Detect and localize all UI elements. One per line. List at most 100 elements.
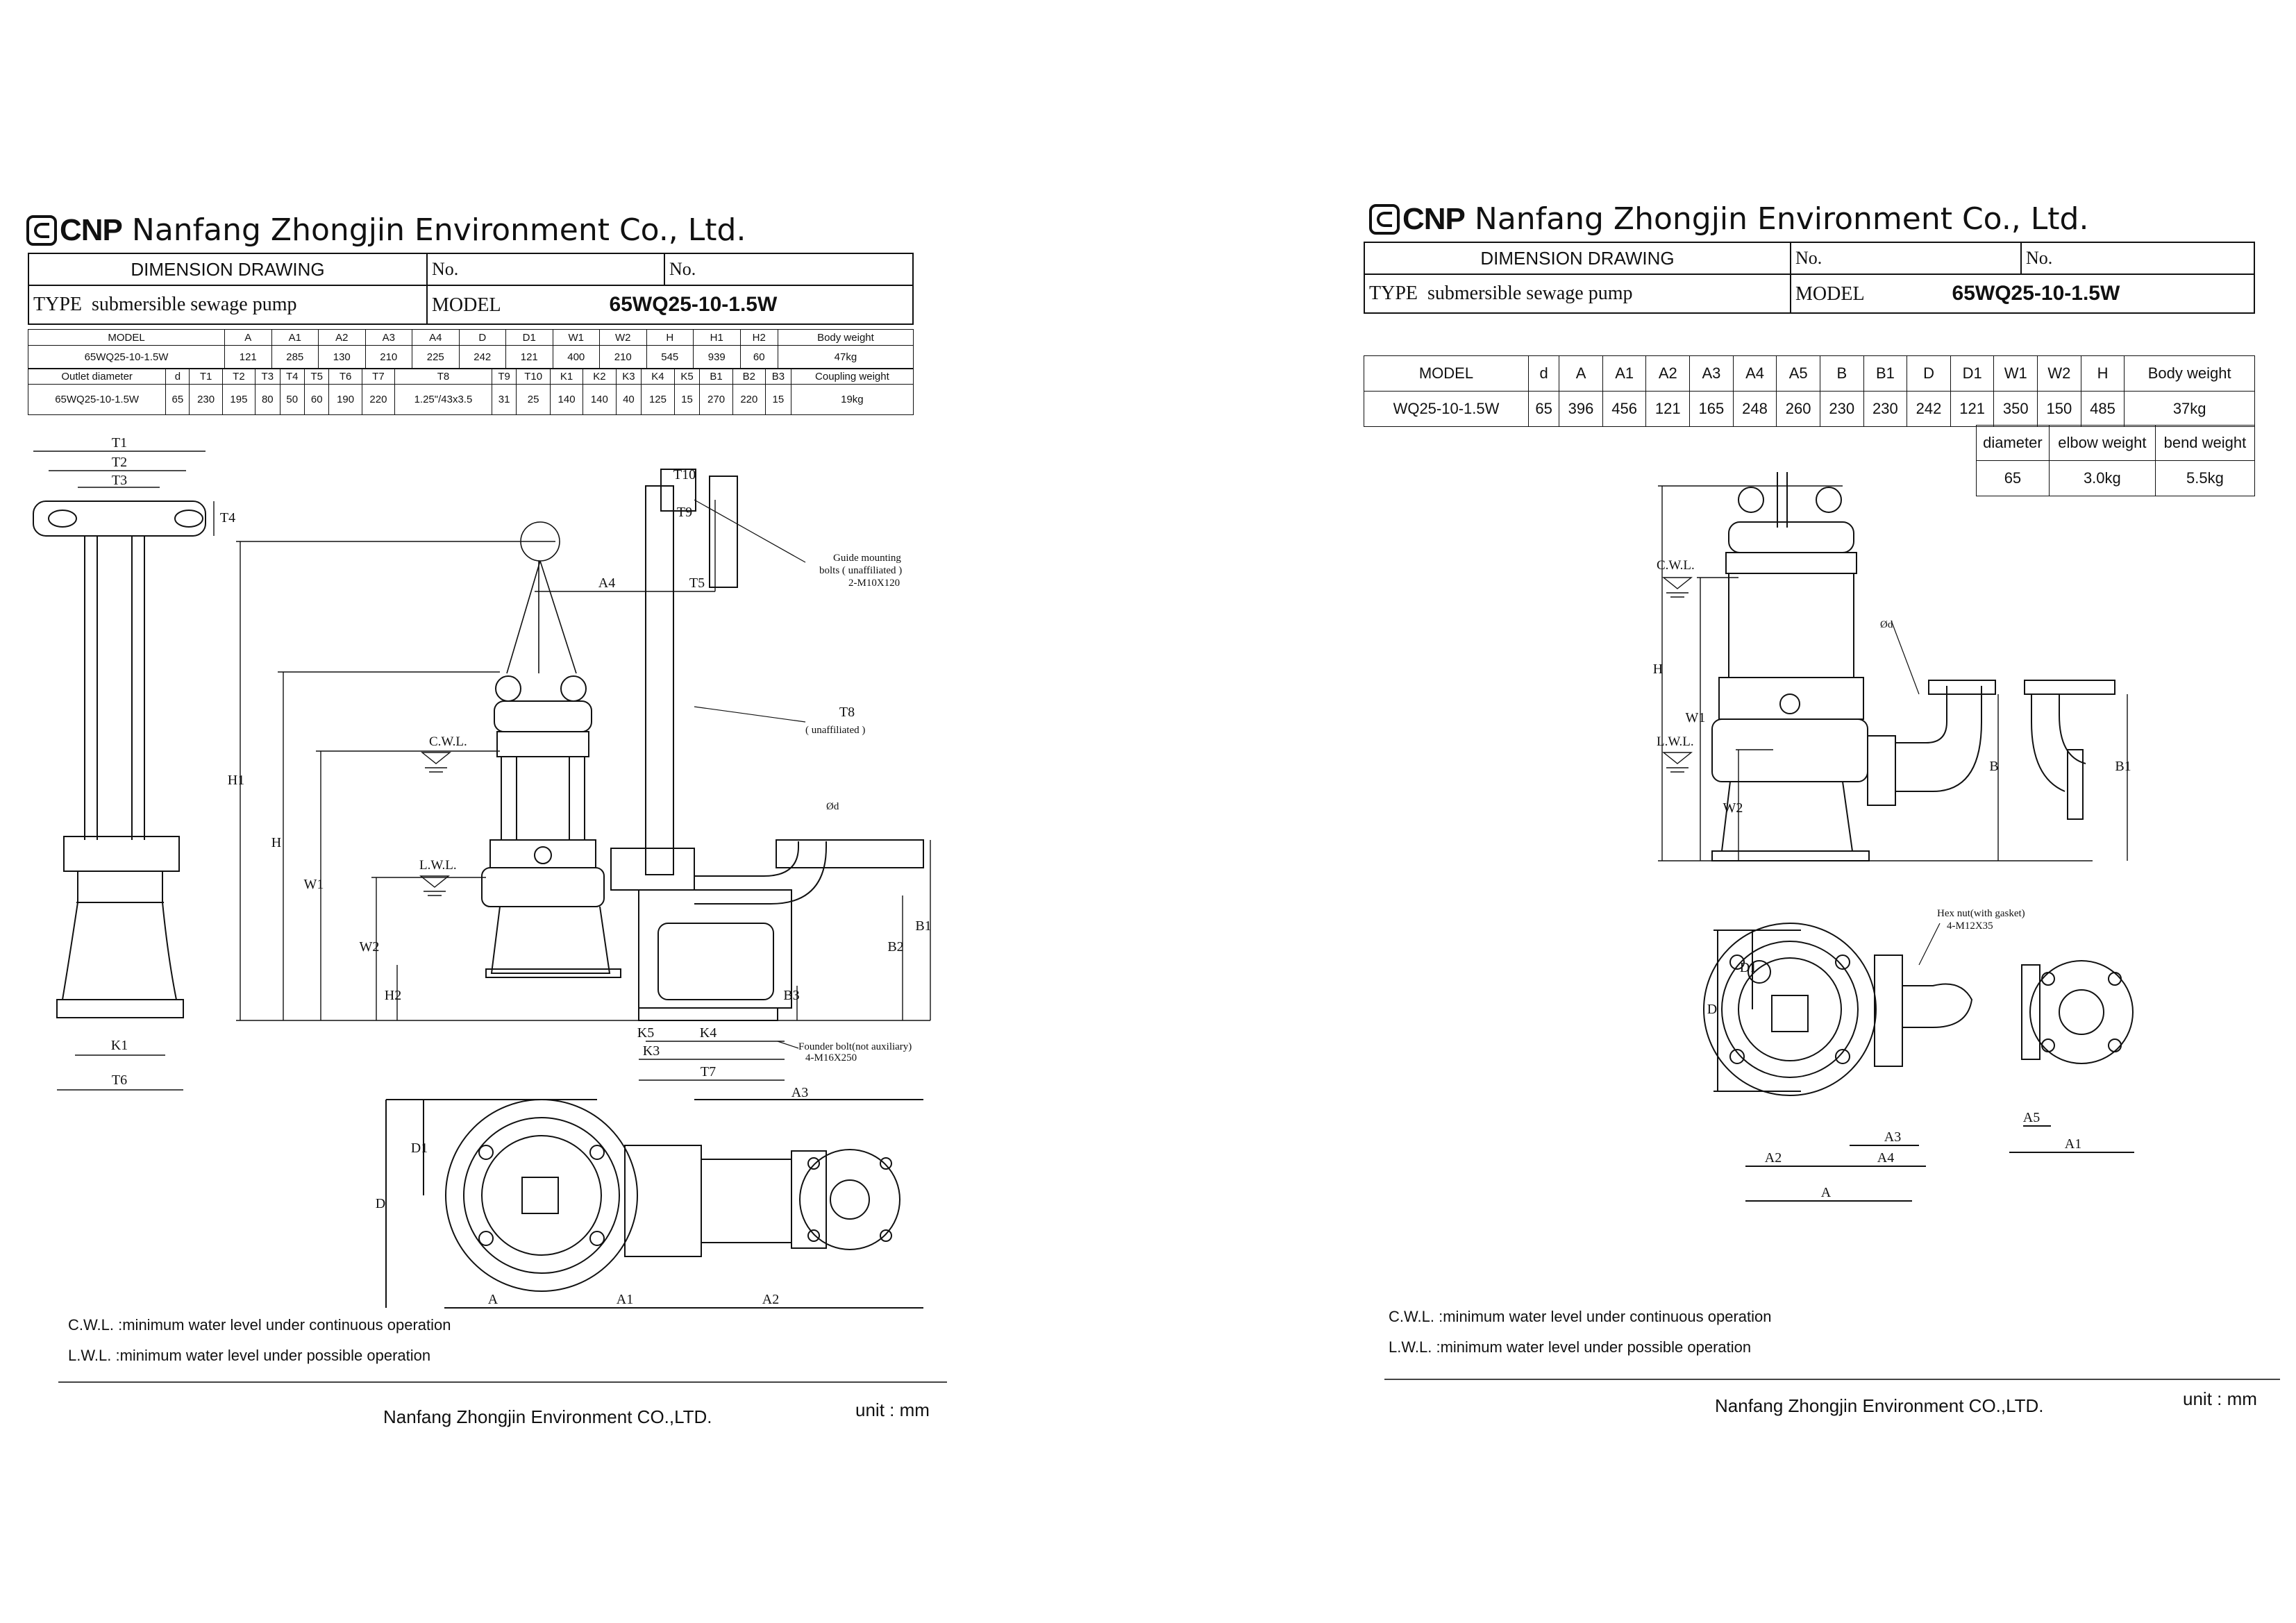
label-t1: T1 (112, 435, 127, 451)
table-header-cell: A2 (1645, 355, 1691, 392)
outlet-pipe (610, 469, 924, 1021)
company-heading: CNP Nanfang Zhongjin Environment Co., Lt… (1369, 201, 2088, 237)
logo-text: CNP (1402, 201, 1466, 236)
company-name: Nanfang Zhongjin Environment Co., Ltd. (1474, 201, 2089, 237)
table-header-cell: A2 (318, 329, 366, 346)
footer-divider (1384, 1379, 2280, 1380)
table-cell: 65WQ25-10-1.5W (27, 384, 167, 415)
table-cell: 125 (641, 384, 675, 415)
table-header-cell: MODEL (1364, 355, 1529, 392)
table-cell: 220 (732, 384, 766, 415)
no-value-2 (712, 253, 914, 286)
label-a4: A4 (598, 575, 615, 591)
label-t7: T7 (701, 1064, 716, 1079)
label-a4: A4 (1877, 1150, 1894, 1166)
label-k4: K4 (700, 1025, 717, 1041)
footer-company: Nanfang Zhongjin Environment CO.,LTD. (1715, 1395, 2044, 1416)
no-label-2: No. (2020, 242, 2069, 275)
cwl-note: C.W.L. :minimum water level under contin… (68, 1316, 451, 1334)
table-header-cell: W2 (2037, 355, 2081, 392)
footer-unit: unit : mm (855, 1399, 930, 1420)
table-cell: 248 (1732, 391, 1777, 427)
lwl-note: L.W.L. :minimum water level under possib… (68, 1347, 431, 1364)
label-h: H (1653, 662, 1663, 677)
table-cell: 190 (328, 384, 362, 415)
table-header-cell: K2 (583, 368, 617, 385)
table-cell: 350 (1993, 391, 2038, 427)
table-cell: 65 (165, 384, 190, 415)
label-lwl: L.W.L. (419, 858, 457, 873)
label-d: D (376, 1196, 385, 1211)
dimension-drawing-label: DIMENSION DRAWING (1364, 242, 1791, 275)
type-label: TYPE (1369, 283, 1418, 304)
no-label-2: No. (664, 253, 712, 286)
cwl-note: C.W.L. :minimum water level under contin… (1389, 1308, 1772, 1325)
table-header-cell: D (458, 329, 507, 346)
label-b3: B3 (783, 988, 799, 1003)
label-lwl: L.W.L. (1657, 734, 1694, 749)
company-name: Nanfang Zhongjin Environment Co., Ltd. (131, 212, 746, 248)
title-block: DIMENSION DRAWING No. No. TYPE submersib… (1364, 242, 2255, 314)
label-w1: W1 (304, 877, 324, 892)
company-heading: CNP Nanfang Zhongjin Environment Co., Lt… (26, 212, 746, 248)
table-cell: 230 (1819, 391, 1864, 427)
label-h: H (271, 835, 281, 850)
label-d: D (1707, 1002, 1717, 1017)
table-cell: 15 (673, 384, 701, 415)
table-header-cell: A1 (271, 329, 319, 346)
table-header-cell: Body weight (2124, 355, 2255, 392)
label-a2: A2 (1765, 1150, 1782, 1166)
pump-side-view (1711, 472, 2115, 861)
table-header-cell: A1 (1602, 355, 1647, 392)
table-header-cell: elbow weight (2048, 425, 2156, 461)
table-cell: 150 (2037, 391, 2081, 427)
hex-nut-note-2: 4-M12X35 (1947, 920, 1993, 932)
t8-note: ( unaffiliated ) (805, 725, 865, 736)
label-t4: T4 (220, 510, 235, 525)
table-header-cell: D1 (1950, 355, 1995, 392)
label-t8: T8 (839, 705, 855, 720)
type-value: submersible sewage pump (92, 294, 297, 315)
table-cell: 130 (318, 345, 366, 369)
table-header-cell: B2 (732, 368, 766, 385)
label-b: B (1989, 759, 1998, 774)
label-b2: B2 (887, 939, 903, 955)
left-drawing: T1 T2 T3 T4 K1 T6 H1 H W1 W2 H2 A4 T5 T9… (33, 435, 932, 1309)
no-value-2 (2069, 242, 2255, 275)
label-h2: H2 (385, 988, 401, 1003)
table-cell: 5.5kg (2154, 460, 2256, 496)
table-cell: 47kg (777, 345, 914, 369)
label-b1: B1 (2115, 759, 2131, 774)
label-a1: A1 (617, 1292, 633, 1307)
type-cell: TYPE submersible sewage pump (28, 285, 428, 325)
label-w2: W2 (360, 939, 380, 955)
table-header-cell: T9 (491, 368, 517, 385)
label-k1: K1 (111, 1038, 128, 1053)
table-header-cell: W1 (1993, 355, 2038, 392)
footer-divider (58, 1381, 947, 1383)
table-cell: 260 (1776, 391, 1820, 427)
label-w1: W1 (1686, 710, 1706, 725)
table-cell: 242 (1907, 391, 1951, 427)
pump-plan-view (385, 1099, 923, 1309)
guide-bolts-note-1: Guide mounting (833, 553, 901, 564)
table-header-cell: B (1819, 355, 1864, 392)
label-a5: A5 (2023, 1110, 2040, 1125)
table-cell: 25 (516, 384, 551, 415)
table-cell: 31 (491, 384, 517, 415)
table-cell: 65WQ25-10-1.5W (27, 345, 226, 369)
cnp-logo-icon (26, 215, 57, 246)
table-header-cell: T1 (189, 368, 223, 385)
model-label: MODEL (1795, 283, 1864, 305)
table-header-cell: H2 (739, 329, 778, 346)
label-cwl: C.W.L. (429, 734, 467, 749)
table-cell: 456 (1602, 391, 1647, 427)
table-header-cell: A4 (1732, 355, 1777, 392)
table-cell: 19kg (790, 384, 914, 415)
model-label: MODEL (432, 294, 501, 316)
